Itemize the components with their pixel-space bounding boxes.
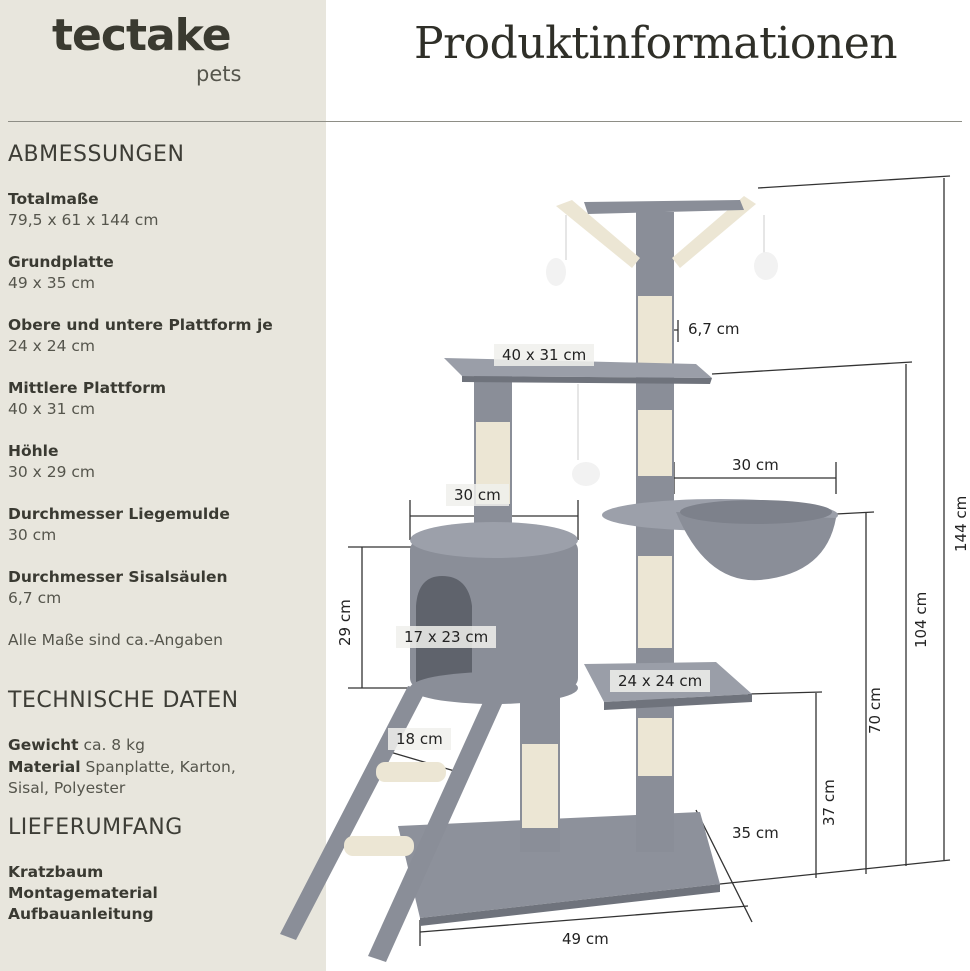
brand-logo-sub: pets	[196, 62, 242, 86]
label-base-width: 49 cm	[562, 930, 609, 948]
dimension-lines	[348, 175, 951, 946]
label-cave-height: 29 cm	[336, 599, 354, 646]
label-middle-height: 104 cm	[912, 591, 930, 648]
hanging-toys	[546, 215, 778, 486]
dimension-value: 30 cm	[8, 526, 57, 544]
label-cave-opening: 17 x 23 cm	[396, 626, 497, 648]
delivery-item: Aufbauanleitung	[8, 905, 154, 923]
brand-logo: tectake	[52, 10, 232, 61]
info-sidebar	[0, 0, 326, 971]
label-cave-width: 30 cm	[446, 484, 509, 506]
label-base-depth: 35 cm	[732, 824, 779, 842]
material-label: Material	[8, 758, 81, 776]
dimension-label: Höhle	[8, 442, 59, 460]
dimension-label: Totalmaße	[8, 190, 99, 208]
top-arms	[556, 196, 756, 268]
dimension-label: Mittlere Plattform	[8, 379, 167, 397]
label-middle-platform: 40 x 31 cm	[494, 344, 595, 366]
label-step-width: 18 cm	[388, 728, 451, 750]
label-post-diameter: 6,7 cm	[688, 320, 740, 338]
label-total-height: 144 cm	[952, 495, 970, 552]
page-title: Produktinformationen	[414, 18, 898, 69]
sisal-posts	[474, 212, 674, 852]
dimension-value: 49 x 35 cm	[8, 274, 96, 292]
label-lower-height: 37 cm	[820, 779, 838, 826]
delivery-item: Kratzbaum	[8, 863, 104, 881]
material-value: Spanplatte, Karton,	[85, 758, 236, 776]
label-lower-platform: 24 x 24 cm	[610, 670, 711, 692]
label-bed-height: 70 cm	[866, 687, 884, 734]
delivery-item: Montagematerial	[8, 884, 158, 902]
dimensions-heading: ABMESSUNGEN	[8, 142, 185, 167]
dimension-value: 6,7 cm	[8, 589, 62, 607]
lying-bed	[602, 499, 838, 581]
label-bed-diameter: 30 cm	[732, 456, 779, 474]
dimension-value: 24 x 24 cm	[8, 337, 96, 355]
dimension-label: Obere und untere Plattform je	[8, 316, 273, 334]
dimensions-note: Alle Maße sind ca.-Angaben	[8, 631, 223, 649]
dimension-label: Durchmesser Liegemulde	[8, 505, 230, 523]
dimension-label: Grundplatte	[8, 253, 114, 271]
dimension-value: 30 x 29 cm	[8, 463, 96, 481]
material-value-cont: Sisal, Polyester	[8, 779, 126, 797]
weight-line: Gewicht ca. 8 kg	[8, 736, 145, 754]
header-divider	[8, 121, 962, 122]
dimension-value: 79,5 x 61 x 144 cm	[8, 211, 159, 229]
delivery-heading: LIEFERUMFANG	[8, 815, 183, 840]
dimension-value: 40 x 31 cm	[8, 400, 96, 418]
cave	[410, 522, 578, 704]
weight-label: Gewicht	[8, 736, 79, 754]
technical-heading: TECHNISCHE DATEN	[8, 688, 239, 713]
weight-value: ca. 8 kg	[83, 736, 145, 754]
dimension-label: Durchmesser Sisalsäulen	[8, 568, 228, 586]
material-line: Material Spanplatte, Karton,	[8, 758, 236, 776]
